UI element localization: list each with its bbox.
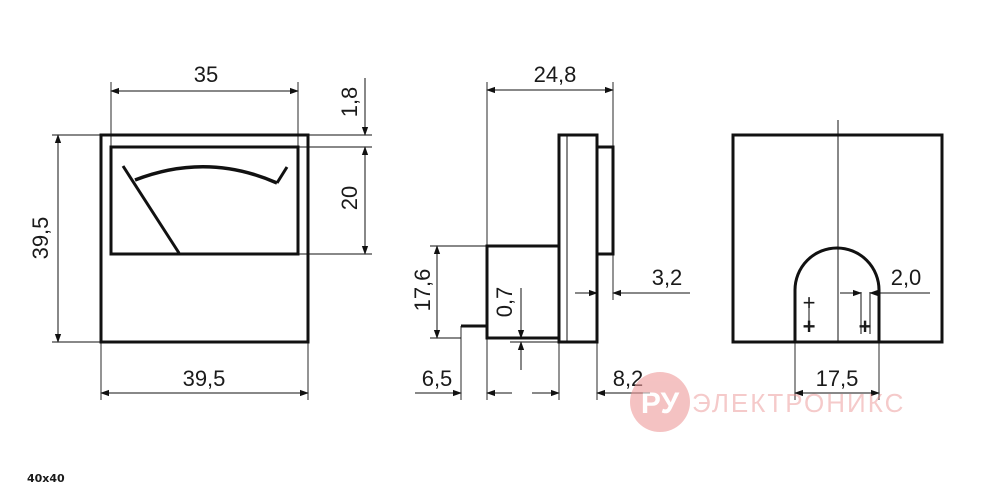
watermark-circle [630, 372, 690, 432]
plus-icon-right: + [859, 314, 872, 339]
rear-view: + + + 2,0 17,5 [731, 120, 944, 400]
rear-mount-cutout [793, 246, 881, 342]
plus-icon-upper: + [803, 290, 816, 315]
needle [121, 165, 181, 254]
front-view: 35 1,8 20 39,5 39,5 [28, 62, 372, 400]
watermark-mark: РУ [641, 387, 680, 420]
dim-39-5-h-label: 39,5 [183, 366, 226, 391]
scale-arc [134, 164, 278, 185]
plus-icon-lower: + [803, 314, 816, 339]
side-face-plate [557, 133, 599, 344]
dim-6-5-label: 6,5 [422, 366, 453, 391]
side-window-bulge [595, 145, 615, 256]
dim-24-8-label: 24,8 [534, 62, 577, 87]
watermark-text: ЭЛЕКТРОНИКС [692, 388, 905, 418]
dim-17-5-label: 17,5 [816, 366, 859, 391]
dim-17-6-label: 17,6 [410, 269, 435, 312]
model-caption: 40x40 [27, 472, 65, 485]
terminal-left: + + [803, 290, 816, 339]
scale-window [109, 145, 300, 256]
watermark-logo: РУ ЭЛЕКТРОНИКС [630, 372, 905, 432]
dim-3-2-label: 3,2 [652, 265, 683, 290]
dim-0-7-label: 0,7 [492, 287, 517, 318]
dim-2-0-label: 2,0 [891, 265, 922, 290]
front-panel-outline [99, 133, 310, 344]
scale-end-tick [275, 166, 289, 184]
terminal-right: + [859, 292, 872, 339]
dim-39-5-v-label: 39,5 [28, 217, 53, 260]
side-view: 24,8 17,6 0,7 3,2 6,5 8,2 [410, 62, 690, 400]
dim-1-8-label: 1,8 [337, 87, 362, 118]
dim-20-label: 20 [337, 186, 362, 210]
dim-35-label: 35 [194, 62, 218, 87]
